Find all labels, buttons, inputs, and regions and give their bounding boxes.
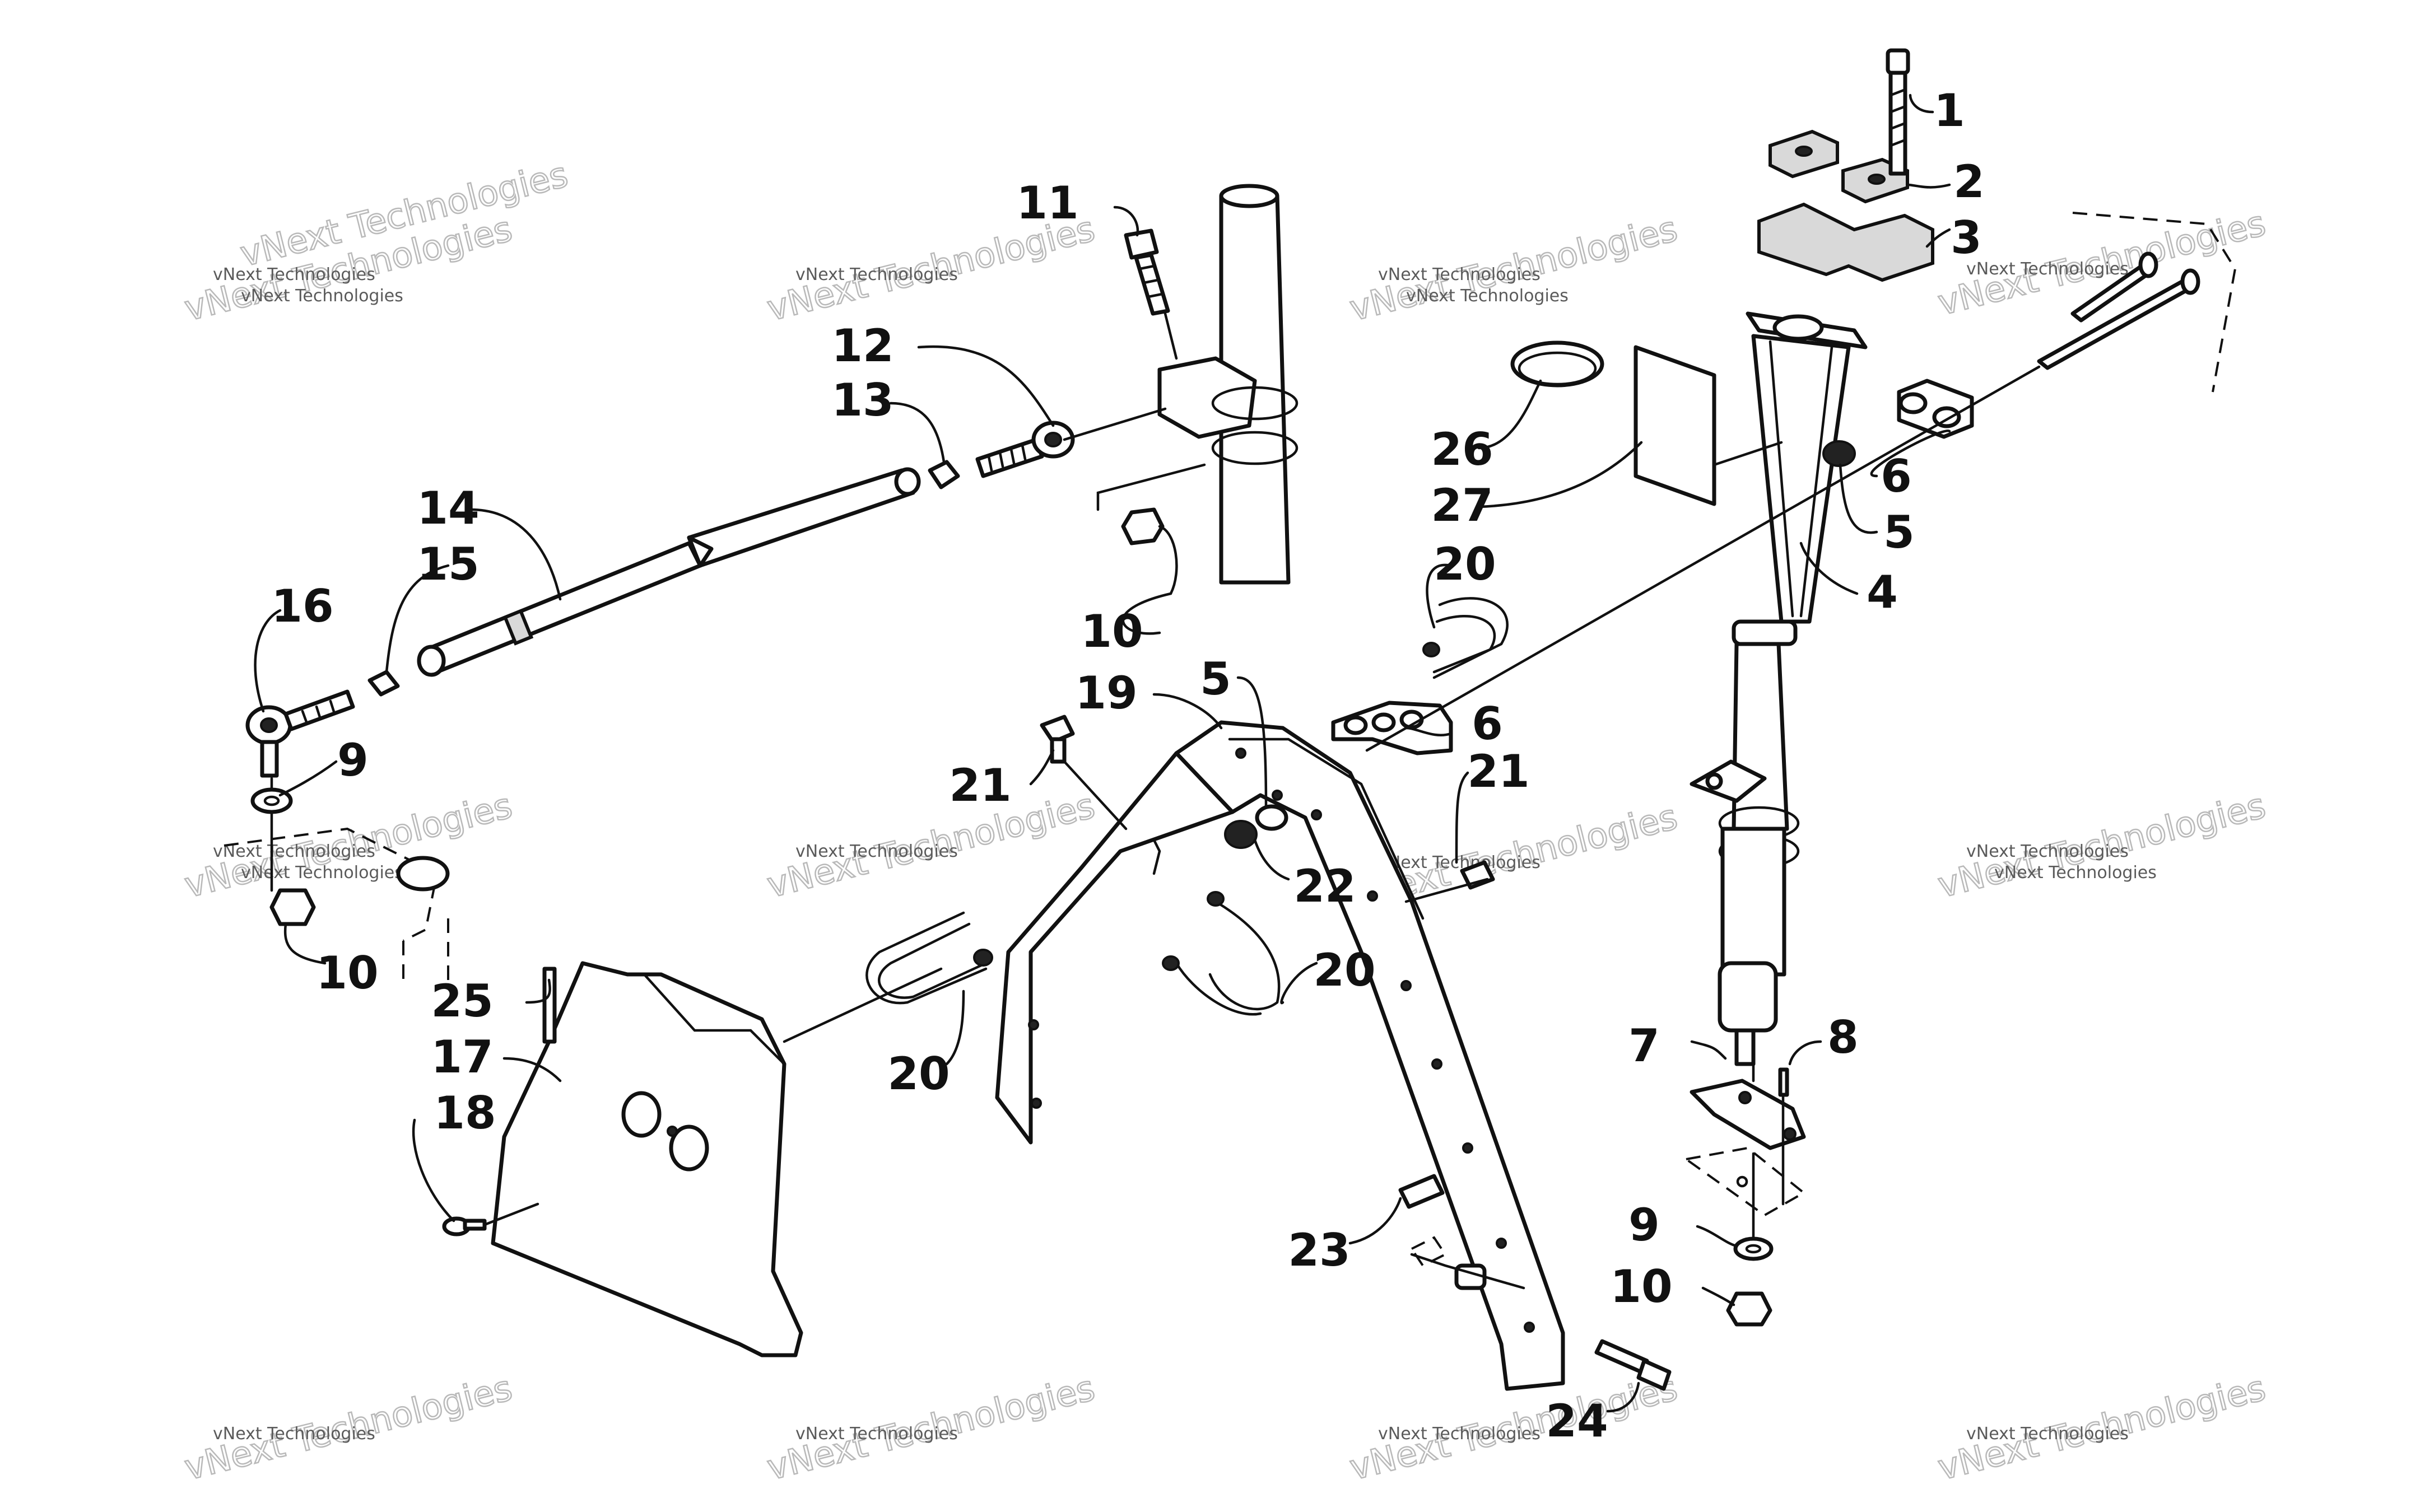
callout-14: 14 — [417, 482, 479, 534]
callout-26: 26 — [1431, 423, 1493, 475]
callout-labels: 1 2 3 4 5 5 6 6 7 8 9 9 10 10 10 11 12 1… — [271, 85, 1985, 1447]
callout-23: 23 — [1288, 1224, 1350, 1276]
u-bolt-part — [1162, 891, 1281, 1016]
fitting-part — [1460, 860, 1495, 890]
callout-4: 4 — [1867, 566, 1898, 618]
callout-2: 2 — [1953, 156, 1985, 208]
callout-1: 1 — [1934, 85, 1965, 137]
callout-7: 7 — [1628, 1020, 1660, 1072]
svg-text:vNext Technologies: vNext Technologies — [213, 1424, 375, 1444]
callout-20-middle: 20 — [1313, 944, 1375, 996]
tie-rod-end-part — [975, 421, 1075, 478]
bolt-part — [1124, 228, 1170, 316]
u-bolt-part — [865, 911, 993, 1005]
callout-6-right: 6 — [1881, 450, 1912, 502]
callout-20-left: 20 — [887, 1048, 950, 1100]
nut-part — [1822, 440, 1856, 467]
callout-5-middle: 5 — [1200, 653, 1231, 705]
screw-part — [442, 1216, 487, 1236]
svg-text:vNext Technologies: vNext Technologies — [1994, 863, 2157, 883]
svg-text:vNext Technologies: vNext Technologies — [795, 265, 958, 284]
bracket-part — [1897, 379, 1974, 439]
callout-21-right: 21 — [1467, 745, 1529, 797]
svg-text:vNext Technologies: vNext Technologies — [241, 286, 403, 306]
nut-part — [1726, 1291, 1772, 1327]
callout-10-middle: 10 — [1081, 605, 1143, 657]
clamp-block-part — [1757, 129, 1934, 282]
callout-24: 24 — [1546, 1395, 1608, 1447]
callout-9-left: 9 — [337, 734, 369, 786]
steering-arm-part — [1690, 1067, 1806, 1150]
fitting-part — [1040, 715, 1075, 764]
callout-3: 3 — [1951, 212, 1982, 264]
shield-plate-part — [491, 961, 803, 1357]
callout-12: 12 — [831, 320, 893, 372]
callout-22: 22 — [1293, 860, 1356, 912]
callout-18: 18 — [434, 1087, 496, 1139]
svg-text:vNext Technologies: vNext Technologies — [1378, 1424, 1541, 1444]
callout-16: 16 — [271, 580, 333, 632]
svg-text:vNext Technologies: vNext Technologies — [795, 842, 958, 861]
washer-part — [1733, 1236, 1774, 1261]
svg-text:vNext Technologies: vNext Technologies — [1406, 286, 1569, 306]
nut-part — [1224, 804, 1288, 849]
svg-text:vNext Technologies: vNext Technologies — [213, 842, 375, 861]
spring-clip-part — [1510, 340, 1604, 388]
jam-nut-part — [367, 460, 960, 697]
pitman-arm-dashed — [224, 827, 450, 986]
svg-text:vNext Technologies: vNext Technologies — [213, 265, 375, 284]
callout-10-right: 10 — [1610, 1261, 1672, 1313]
long-bolt-part — [2037, 251, 2200, 370]
steering-frame-part — [995, 720, 1565, 1391]
callout-20-top: 20 — [1434, 538, 1496, 590]
callout-15: 15 — [417, 538, 479, 590]
watermark: vNext Technologies vNext Technologies — [1933, 1366, 2270, 1488]
nut-part — [269, 888, 316, 926]
callout-5-right: 5 — [1883, 506, 1915, 558]
fitting-part — [1398, 1174, 1445, 1209]
callout-6-middle: 6 — [1472, 698, 1503, 750]
watermark: vNext Technologies vNext Technologies — [180, 1366, 516, 1488]
bracket-part — [1331, 701, 1453, 755]
steering-shaft-upper-part — [1157, 184, 1299, 585]
watermark: vNext Technologies vNext Technologies — [762, 1366, 1099, 1488]
callout-21-left: 21 — [949, 759, 1011, 811]
callout-11: 11 — [1016, 177, 1078, 229]
callout-9-right: 9 — [1628, 1199, 1660, 1251]
steering-column-part — [1690, 311, 1868, 1066]
callout-10-left: 10 — [316, 947, 378, 999]
svg-text:vNext Technologies: vNext Technologies — [1966, 842, 2129, 861]
watermark: vNext Technologies vNext Technologies vN… — [1345, 207, 1682, 329]
svg-text:vNext Technologies: vNext Technologies — [795, 1424, 958, 1444]
svg-text:vNext Technologies: vNext Technologies — [1966, 259, 2129, 279]
svg-text:vNext Technologies: vNext Technologies — [241, 863, 403, 883]
callout-25: 25 — [431, 975, 493, 1027]
u-bolt-part — [1422, 597, 1509, 679]
tie-rod-end-part — [245, 689, 355, 778]
svg-text:vNext Technologies: vNext Technologies — [1378, 265, 1541, 284]
roll-pin-part — [542, 967, 557, 1044]
watermark: vNext Technologies vNext Technologies — [762, 784, 1099, 906]
bolt-part — [1886, 48, 1910, 176]
tie-rod-part — [417, 467, 921, 677]
foam-pad-part — [1634, 345, 1716, 506]
callout-13: 13 — [831, 374, 893, 426]
callout-19: 19 — [1075, 667, 1137, 719]
mount-plate-dashed — [1683, 1146, 1806, 1217]
callout-17: 17 — [431, 1031, 493, 1083]
callout-27: 27 — [1431, 479, 1493, 531]
nut-part — [1121, 507, 1165, 545]
callout-8: 8 — [1827, 1011, 1859, 1063]
watermark: vNext Technologies vNext Technologies vN… — [180, 153, 573, 329]
svg-text:vNext Technologies: vNext Technologies — [1378, 853, 1541, 872]
bolt-part — [1594, 1339, 1672, 1391]
watermark: vNext Technologies vNext Technologies vN… — [1933, 784, 2270, 906]
svg-text:vNext Technologies: vNext Technologies — [1966, 1424, 2129, 1444]
leader-lines — [254, 94, 2041, 1413]
